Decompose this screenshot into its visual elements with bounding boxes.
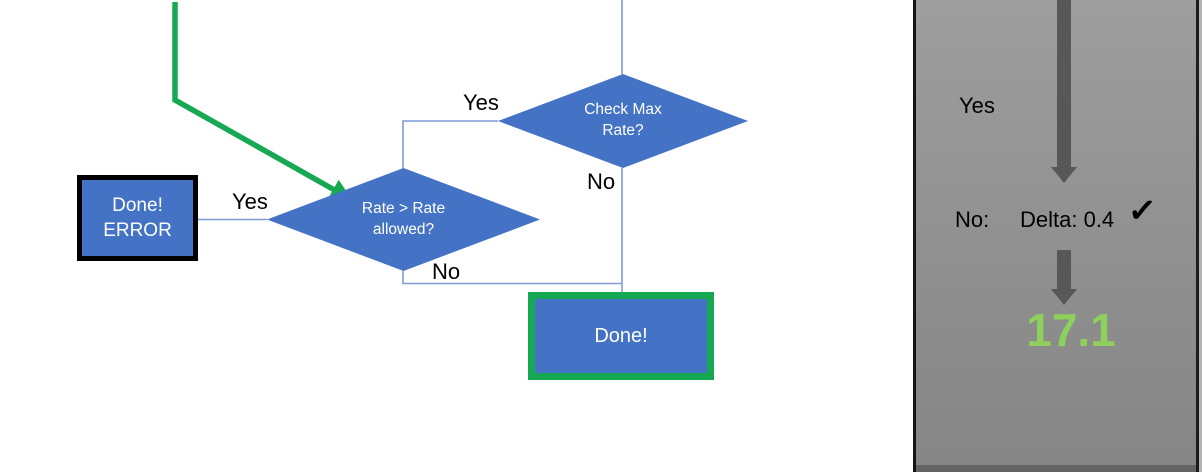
done-node-label: Done! (594, 324, 648, 347)
done-error-node: Done! ERROR (77, 175, 198, 261)
decision-rate-allowed-label: Rate > Rate allowed? (361, 199, 446, 238)
done-error-node-label: Done! ERROR (103, 194, 172, 241)
edge-label-rate-allowed-no: No (432, 259, 461, 284)
result-value: 17.1 (1026, 304, 1116, 356)
side-panel: Yes No: Delta: 0.4 ✓ 17.1 (913, 0, 1199, 472)
check-icon: ✓ (1126, 191, 1158, 231)
connector-check-max-yes (402, 120, 498, 168)
connector-rate-allowed-no (402, 271, 621, 285)
small-down-arrow (1057, 250, 1071, 289)
green-arrow (172, 2, 353, 201)
done-node: Done! (528, 292, 714, 380)
big-down-arrow-head-icon (1051, 167, 1077, 183)
edge-label-check-max-yes: Yes (463, 90, 499, 115)
right-edge-strip (1199, 0, 1202, 472)
panel-no-label: No: (955, 207, 990, 232)
edge-label-rate-allowed-yes: Yes (232, 189, 268, 214)
edge-label-check-max-no: No (587, 169, 616, 194)
panel-bottom-band (916, 465, 1196, 472)
big-down-arrow (1057, 0, 1071, 167)
small-down-arrow-head-icon (1051, 289, 1077, 305)
panel-yes-label: Yes (959, 93, 995, 118)
decision-check-max-rate-label: Check Max Rate? (584, 101, 662, 139)
panel-delta-value: Delta: 0.4 (1020, 207, 1115, 232)
